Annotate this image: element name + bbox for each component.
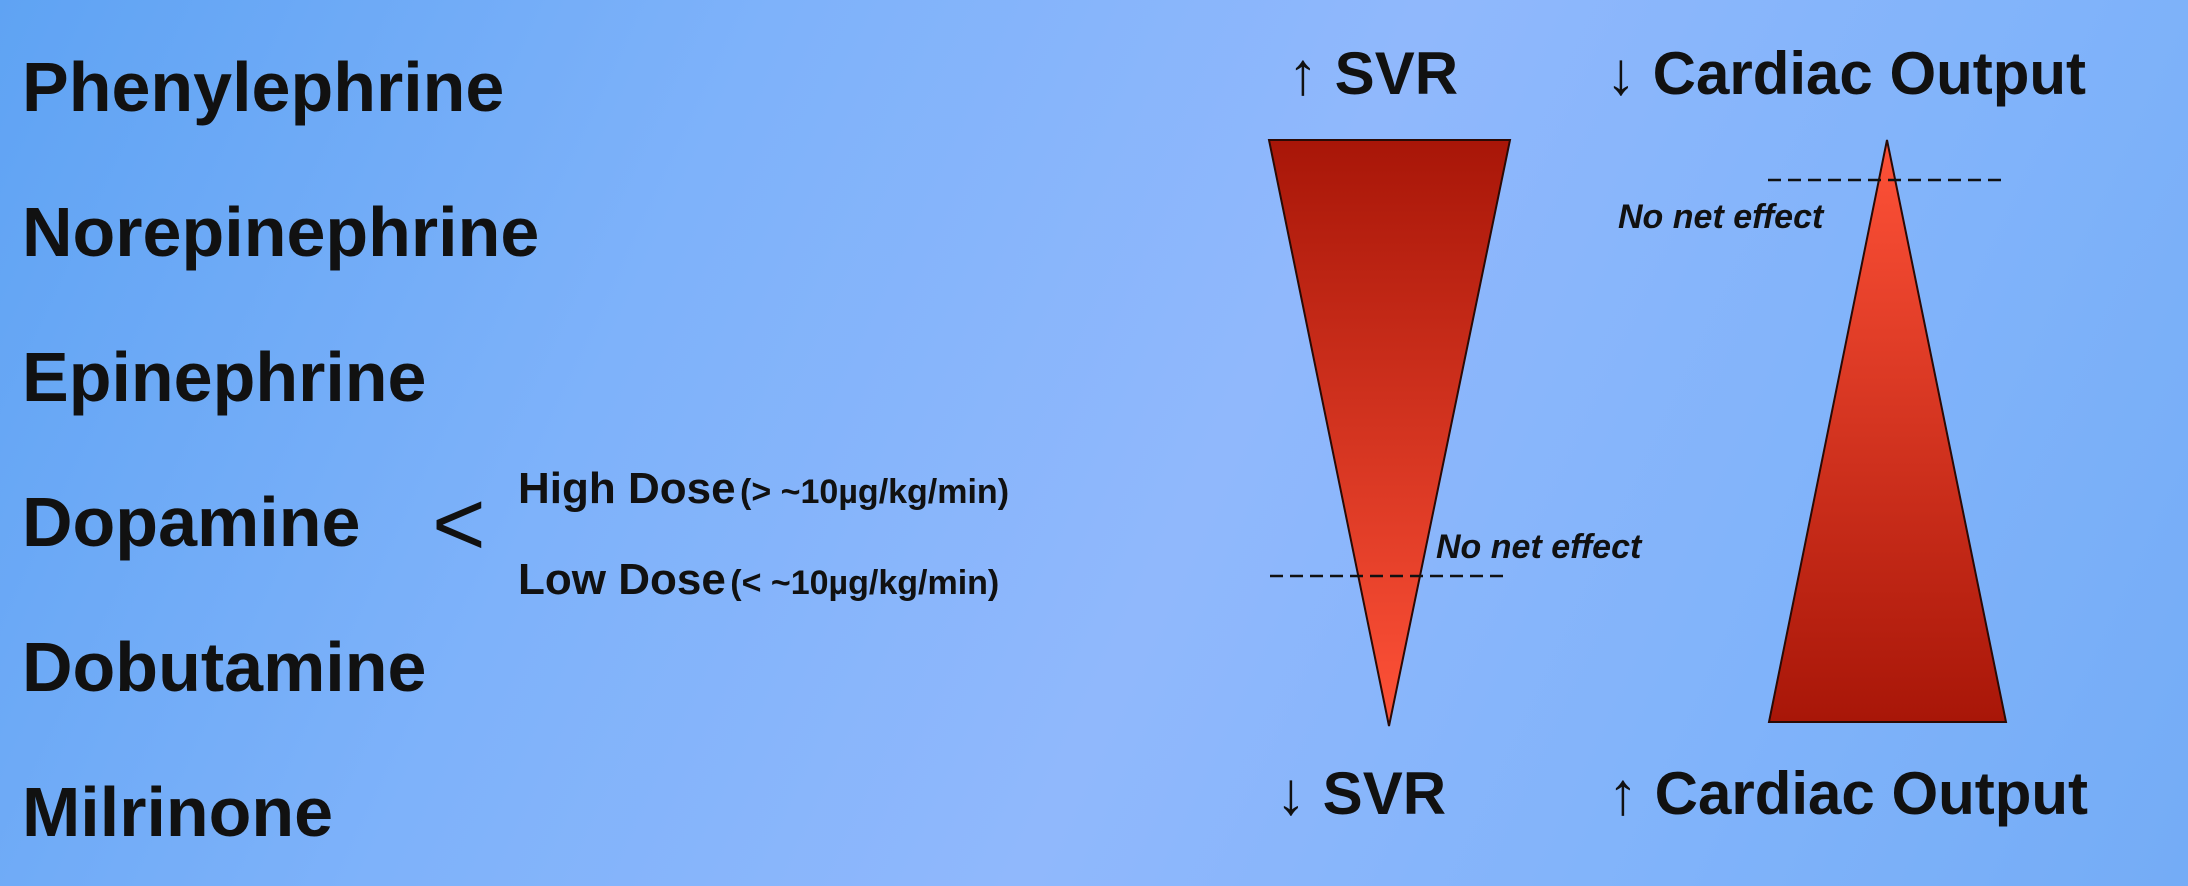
dopamine-bracket: < xyxy=(432,473,486,575)
cardiac-output-increase-label: ↑ Cardiac Output xyxy=(1608,764,2088,824)
svr-triangle xyxy=(1267,139,1512,727)
co-no-net-effect-note: No net effect xyxy=(1618,198,1824,236)
down-arrow-icon: ↓ xyxy=(1276,760,1306,827)
low-dose-label: Low Dose (< ~10µg/kg/min) xyxy=(518,558,999,602)
co-top-text: Cardiac Output xyxy=(1652,40,2087,107)
co-bottom-text: Cardiac Output xyxy=(1654,760,2089,827)
svr-decrease-label: ↓ SVR xyxy=(1276,764,1446,824)
drug-norepinephrine: Norepinephrine xyxy=(22,193,540,271)
up-arrow-icon: ↑ xyxy=(1288,40,1318,107)
high-dose-label: High Dose (> ~10µg/kg/min) xyxy=(518,467,1009,511)
up-arrow-icon: ↑ xyxy=(1608,760,1638,827)
drug-epinephrine: Epinephrine xyxy=(22,338,427,416)
drug-milrinone: Milrinone xyxy=(22,773,334,851)
high-dose-text: High Dose xyxy=(518,464,736,513)
low-dose-text: Low Dose xyxy=(518,555,726,604)
high-dose-range: (> ~10µg/kg/min) xyxy=(740,473,1010,511)
cardiac-output-decrease-label: ↓ Cardiac Output xyxy=(1606,44,2086,104)
svr-increase-label: ↑ SVR xyxy=(1288,44,1458,104)
svr-top-text: SVR xyxy=(1334,40,1459,107)
svr-no-net-effect-note: No net effect xyxy=(1436,528,1642,566)
down-arrow-icon: ↓ xyxy=(1606,40,1636,107)
drug-dopamine: Dopamine xyxy=(22,483,361,561)
drug-dobutamine: Dobutamine xyxy=(22,628,427,706)
svr-bottom-text: SVR xyxy=(1322,760,1447,827)
drug-phenylephrine: Phenylephrine xyxy=(22,48,505,126)
cardiac-output-triangle xyxy=(1767,139,2008,723)
low-dose-range: (< ~10µg/kg/min) xyxy=(730,564,1000,602)
